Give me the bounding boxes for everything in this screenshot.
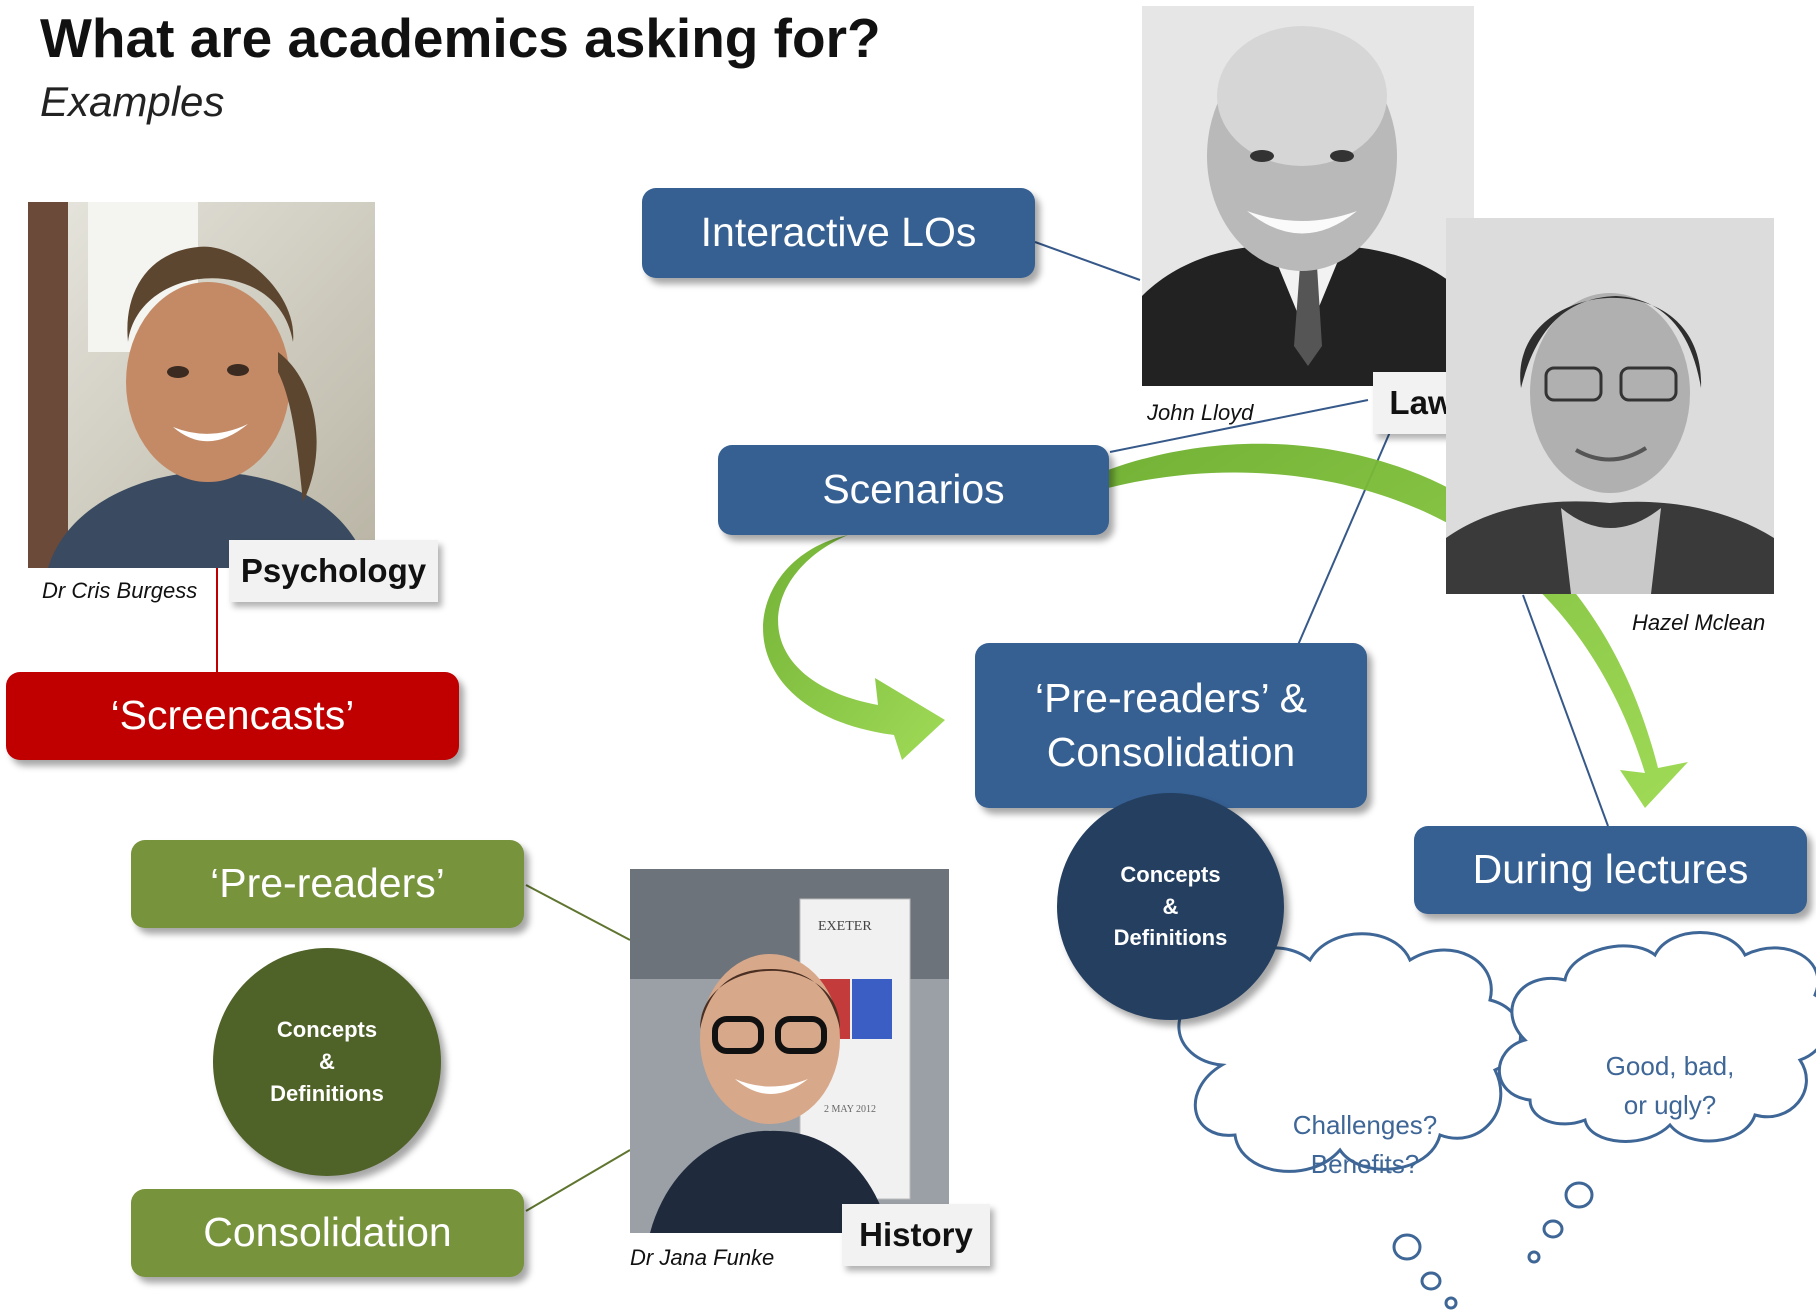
- circle-law-line3: Definitions: [1113, 925, 1228, 951]
- connector-hazel-during: [1522, 594, 1609, 827]
- page-title: What are academics asking for?: [40, 7, 881, 69]
- page-subtitle: Examples: [40, 78, 225, 125]
- consolidation-box: Consolidation: [131, 1189, 524, 1277]
- screencasts-box: ‘Screencasts’: [6, 672, 459, 760]
- circle-history-line1: Concepts: [276, 1017, 378, 1043]
- connector-interactive-law: [1034, 241, 1141, 281]
- circle-history-line3: Definitions: [270, 1080, 384, 1106]
- concepts-definitions-circle-law: Concepts & Definitions: [1057, 793, 1284, 1020]
- photo-date-text: 2 MAY 2012: [824, 1104, 877, 1115]
- dept-label-history: History: [842, 1204, 990, 1266]
- prereaders-consolidation-line1: ‘Pre-readers’ &: [1035, 675, 1307, 722]
- photo-hazel-mclean: [1446, 218, 1774, 594]
- dept-label-psychology: Psychology: [229, 540, 438, 602]
- caption-hazel-mclean: Hazel Mclean: [1632, 610, 1766, 635]
- thought-cloud-right-text: Good, bad, or ugly?: [1540, 1047, 1800, 1125]
- connector-prereaders-history: [525, 884, 631, 941]
- photo-banner-text: EXETER: [818, 919, 872, 934]
- curved-arrow-right: [1108, 443, 1688, 808]
- cloud-left-line2: Benefits?: [1310, 1149, 1420, 1179]
- thought-cloud-left-text: Challenges? Benefits?: [1230, 1106, 1500, 1184]
- photo-cris-burgess: [28, 202, 375, 568]
- circle-history-line2: &: [319, 1049, 335, 1075]
- cloud-right-line2: or ugly?: [1623, 1090, 1717, 1120]
- connector-consolidation-history: [525, 1149, 631, 1212]
- cloud-right-line1: Good, bad,: [1605, 1051, 1735, 1081]
- prereaders-box: ‘Pre-readers’: [131, 840, 524, 928]
- interactive-los-box: Interactive LOs: [642, 188, 1035, 278]
- circle-law-line2: &: [1162, 893, 1179, 919]
- curved-arrow-left: [763, 535, 945, 760]
- photo-john-lloyd: [1142, 6, 1474, 386]
- prereaders-consolidation-box: ‘Pre-readers’ & Consolidation: [975, 643, 1367, 808]
- during-lectures-box: During lectures: [1414, 826, 1807, 914]
- caption-john-lloyd: John Lloyd: [1147, 400, 1254, 425]
- concepts-definitions-circle-history: Concepts & Definitions: [213, 948, 441, 1176]
- scenarios-box: Scenarios: [718, 445, 1109, 535]
- circle-law-line1: Concepts: [1120, 861, 1221, 887]
- cloud-left-line1: Challenges?: [1292, 1110, 1438, 1140]
- caption-jana-funke: Dr Jana Funke: [630, 1245, 775, 1270]
- photo-jana-funke: EXETER 2 MAY 2012: [630, 869, 949, 1233]
- prereaders-consolidation-line2: Consolidation: [1046, 728, 1296, 775]
- connector-scenarios-law: [1109, 399, 1369, 453]
- caption-psychology: Dr Cris Burgess: [42, 578, 198, 603]
- thought-cloud-right: [1497, 931, 1816, 1264]
